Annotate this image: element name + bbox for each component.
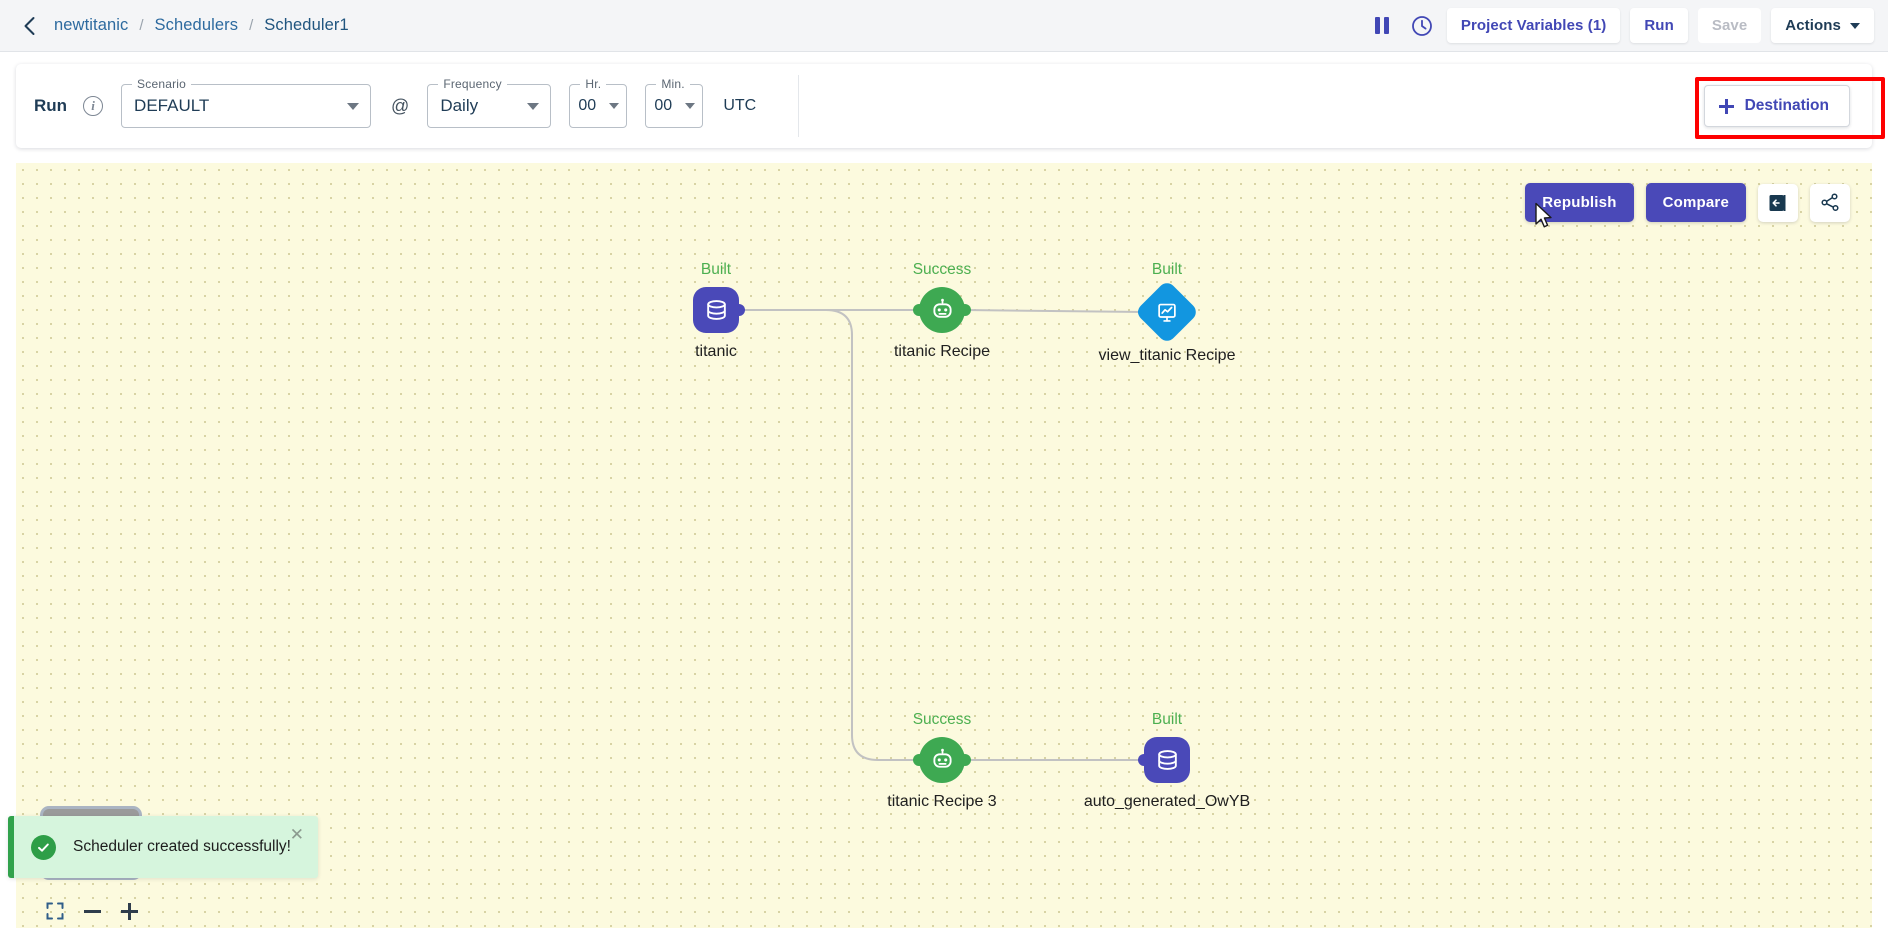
schedule-run-panel: Run i Scenario DEFAULT @ Frequency Daily… — [16, 64, 1885, 148]
chevron-down-icon — [347, 102, 360, 110]
minute-label: Min. — [656, 77, 690, 91]
minus-icon — [84, 909, 101, 913]
dataset-node-shape — [1144, 737, 1190, 783]
recipe-node-shape — [919, 287, 965, 333]
breadcrumb-separator: / — [139, 17, 144, 34]
scenario-select[interactable]: Scenario DEFAULT — [121, 77, 372, 128]
scenario-label: Scenario — [132, 77, 192, 91]
database-icon — [1157, 749, 1177, 770]
pause-button[interactable] — [1367, 11, 1397, 41]
clock-icon — [1411, 15, 1432, 36]
compare-button[interactable]: Compare — [1645, 183, 1746, 222]
destination-area: Destination — [1694, 77, 1885, 139]
node-caption: view_titanic Recipe — [1098, 347, 1236, 364]
flow-node-auto-generated-owyb[interactable]: Built auto_generated_OwYB — [1084, 711, 1250, 810]
collapse-panel-button[interactable] — [1758, 183, 1798, 222]
check-circle-icon — [31, 834, 56, 860]
canvas-toolbar: Republish Compare — [1525, 183, 1850, 222]
fit-to-screen-button[interactable] — [46, 902, 64, 920]
toast-message: Scheduler created successfully! — [73, 838, 291, 855]
scenario-value: DEFAULT — [134, 96, 210, 115]
chevron-down-icon — [1850, 22, 1860, 29]
node-caption: titanic Recipe 3 — [887, 793, 997, 810]
chart-board-icon — [1158, 302, 1176, 322]
flow-node-titanic-recipe[interactable]: Success titanic Recipe — [894, 261, 990, 360]
node-status: Success — [912, 261, 972, 278]
run-section-label: Run — [34, 96, 68, 115]
node-caption: auto_generated_OwYB — [1083, 793, 1251, 810]
frequency-select[interactable]: Frequency Daily — [427, 77, 552, 128]
view-node-shape — [1134, 279, 1200, 345]
run-button[interactable]: Run — [1630, 8, 1688, 43]
flow-node-view-titanic-recipe[interactable]: Built view_titanic Recipe — [1099, 261, 1236, 364]
hour-select[interactable]: Hr. 00 — [569, 77, 628, 128]
node-caption: titanic — [695, 343, 737, 360]
frequency-value: Daily — [440, 96, 479, 115]
breadcrumb-separator: / — [249, 17, 254, 34]
chevron-left-icon — [24, 16, 34, 35]
breadcrumb-item-current: Scheduler1 — [264, 16, 349, 34]
pause-icon — [1374, 17, 1389, 34]
node-input-port[interactable] — [913, 754, 925, 766]
minute-value: 00 — [654, 97, 673, 114]
breadcrumb-item-project[interactable]: newtitanic — [54, 16, 129, 34]
destination-label: Destination — [1744, 97, 1829, 114]
node-caption: titanic Recipe — [893, 343, 991, 360]
robot-icon — [932, 748, 952, 768]
flow-node-titanic[interactable]: Built titanic — [693, 261, 745, 360]
share-button[interactable] — [1810, 183, 1850, 222]
robot-icon — [932, 298, 952, 318]
flow-node-titanic-recipe-3[interactable]: Success titanic Recipe 3 — [887, 711, 996, 810]
actions-menu-button[interactable]: Actions — [1771, 8, 1874, 43]
zoom-controls — [46, 902, 138, 920]
history-button[interactable] — [1407, 11, 1437, 41]
toast-notification: Scheduler created successfully! ✕ — [8, 816, 318, 878]
node-status: Built — [1151, 711, 1183, 728]
back-button[interactable] — [18, 15, 40, 37]
actions-label: Actions — [1785, 17, 1841, 34]
breadcrumb: newtitanic / Schedulers / Scheduler1 — [52, 14, 351, 37]
chevron-down-icon — [527, 102, 540, 110]
node-output-port[interactable] — [733, 304, 745, 316]
close-icon[interactable]: ✕ — [289, 825, 304, 844]
breadcrumb-item-schedulers[interactable]: Schedulers — [154, 16, 239, 34]
node-status: Built — [700, 261, 732, 278]
zoom-out-button[interactable] — [84, 909, 101, 913]
plus-icon — [1718, 98, 1734, 114]
chevron-down-icon — [609, 103, 620, 109]
database-icon — [706, 299, 726, 320]
node-input-port[interactable] — [1138, 754, 1150, 766]
recipe-node-shape — [919, 737, 965, 783]
fit-to-screen-icon — [46, 902, 64, 920]
dataset-node-shape — [693, 287, 739, 333]
node-input-port[interactable] — [1138, 306, 1150, 318]
frequency-label: Frequency — [438, 77, 507, 91]
panel-divider — [798, 75, 800, 137]
minute-select[interactable]: Min. 00 — [645, 77, 704, 128]
hour-label: Hr. — [580, 77, 607, 91]
node-output-port[interactable] — [959, 304, 971, 316]
project-variables-button[interactable]: Project Variables (1) — [1446, 8, 1621, 43]
chevron-down-icon — [685, 103, 696, 109]
node-input-port[interactable] — [913, 304, 925, 316]
node-status: Built — [1151, 261, 1183, 278]
zoom-in-button[interactable] — [121, 902, 138, 920]
save-button: Save — [1697, 8, 1762, 43]
node-output-port[interactable] — [959, 754, 971, 766]
topbar-actions: Project Variables (1) Run Save Actions — [1367, 8, 1888, 43]
add-destination-button[interactable]: Destination — [1703, 85, 1850, 127]
republish-button[interactable]: Republish — [1525, 183, 1634, 222]
plus-icon — [121, 902, 138, 920]
info-icon[interactable]: i — [83, 96, 104, 116]
at-symbol: @ — [391, 95, 410, 116]
share-nodes-icon — [1820, 193, 1839, 212]
node-status: Success — [912, 711, 972, 728]
flow-canvas[interactable]: Republish Compare Built — [16, 163, 1872, 928]
timezone-label: UTC — [723, 97, 757, 114]
top-breadcrumb-bar: newtitanic / Schedulers / Scheduler1 Pro… — [0, 0, 1888, 52]
hour-value: 00 — [578, 97, 597, 114]
panel-collapse-left-icon — [1769, 194, 1786, 211]
